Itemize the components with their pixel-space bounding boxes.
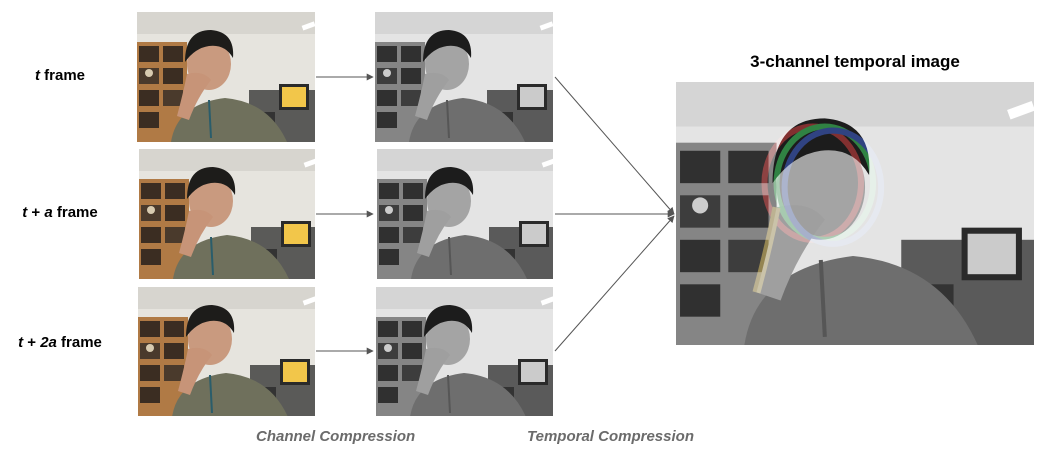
temporal-image — [676, 82, 1034, 345]
row-label-t-plus-a: t + a frame — [22, 204, 98, 221]
frame-t-gray — [375, 12, 553, 142]
caption-temporal-compression: Temporal Compression — [527, 428, 694, 445]
photo-color-t-plus-a — [138, 149, 315, 279]
photo-gray-t-plus-2a — [375, 286, 553, 416]
photo-color-t-plus-2a — [137, 286, 315, 416]
frame-t-plus-2a-color — [137, 286, 315, 416]
row-label-t: t frame — [34, 67, 86, 84]
photo-gray-t — [375, 12, 553, 142]
frame-t-plus-a-gray — [375, 149, 553, 279]
caption-channel-compression: Channel Compression — [256, 428, 416, 445]
row-label-t-plus-2a: t + 2a frame — [18, 334, 102, 351]
frame-t-plus-a-color — [137, 149, 315, 279]
photo-temporal-composite — [676, 82, 1034, 345]
arrow-temporal-t-plus-2a — [554, 215, 675, 352]
output-title: 3-channel temporal image — [750, 52, 960, 71]
frame-t-plus-2a-gray — [375, 286, 553, 416]
arrow-temporal-t — [554, 76, 675, 215]
photo-color-t — [137, 12, 315, 142]
frame-t-color — [137, 12, 315, 142]
photo-gray-t-plus-a — [376, 149, 553, 279]
